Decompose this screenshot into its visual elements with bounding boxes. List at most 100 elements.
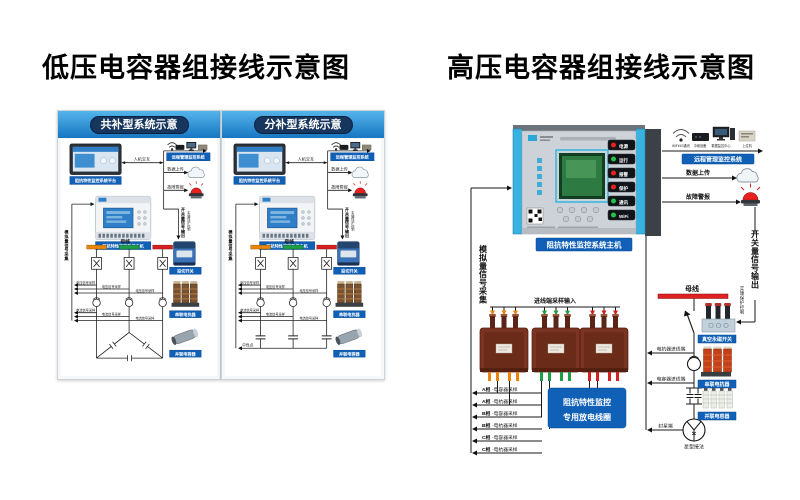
title-low-voltage: 低压电容器组接线示意图 [42, 53, 350, 83]
host-box-icon [197, 144, 208, 151]
monitor-image [233, 143, 286, 175]
busbar-label: 母线 [284, 238, 294, 245]
monitor-pc-icon [186, 141, 197, 151]
protect-control-label: 实施保护控制 [187, 210, 191, 232]
busbar-label: 母线 [120, 238, 130, 245]
shunt-capacitor-label: 并联电容器 [339, 350, 361, 356]
panel-split-diagram: 阻抗特性监控系统平台 [227, 141, 375, 358]
hv-busbar [657, 293, 729, 299]
panel-split-header-band: 分补型系统示意 [222, 111, 384, 138]
busbar-phase-b [283, 244, 304, 250]
alarm-lamp-icon [740, 183, 761, 206]
sample-label: -电抗器采样 [492, 422, 518, 429]
cloud-icon [187, 166, 205, 178]
hv-diagram: 电源 运行 报警 保护 通讯 WiFi 阻抗特性监控系统主机 [470, 125, 763, 456]
voltage-sample-label: 电压信号采样 [135, 288, 154, 293]
hv-host-label: 阻抗特性监控系统主机 [547, 240, 622, 250]
current-sample-label: 电流信号采样 [135, 315, 154, 320]
hv-remote-system-label: 远程管理监控系统 [694, 156, 742, 164]
protect-control-label: 实施保护控制 [351, 210, 355, 232]
star-connect-label: 星型接法 [684, 444, 704, 451]
hv-series-reactor-image [701, 346, 732, 377]
current-sample-label: 电流信号采样 [76, 308, 95, 313]
hv-host-image: 电源 运行 报警 保护 通讯 WiFi [512, 125, 661, 236]
monitor-label-bar [69, 176, 122, 185]
hv-data-upload-label: 数据上传 [686, 169, 710, 177]
hmi-label: 人机交互 [298, 156, 315, 162]
incoming-sample-arrows [490, 307, 618, 316]
hv-shunt-capacitor-label: 并联电容器 [704, 413, 730, 420]
monitor-image [69, 143, 122, 175]
current-transformer-symbols [92, 297, 167, 307]
feeder-wiring [685, 298, 695, 388]
hv-shunt-capacitor-image [702, 388, 733, 409]
hv-busbar-label: 母线 [685, 284, 699, 293]
series-reactor-label: 串联电抗器 [339, 311, 361, 317]
led-dot [611, 184, 616, 190]
remote-icon-caption: WiFi/4G通讯 [672, 143, 691, 148]
reactor-inlet-label: 电抗器进线端 [657, 346, 686, 353]
busbar-phase-a [250, 244, 271, 250]
phase-label: C相 [482, 434, 490, 441]
data-upload-label: 数据上传 [167, 166, 184, 172]
hv-series-reactor-label: 串联电抗器 [704, 381, 730, 388]
panel-split-compensation: 分补型系统示意 阻抗特性监控系统平台 [221, 110, 385, 380]
remote-system-label-bar [330, 152, 375, 161]
sample-label: -电容器采样 [492, 434, 518, 441]
led-dot [611, 198, 616, 204]
wifi-icon [167, 142, 177, 151]
switch-device-image [173, 241, 196, 266]
hv-shunt-capacitor-label-bar [697, 411, 737, 421]
alarm-lamp-icon [188, 181, 204, 199]
sample-label: -电容器采样 [492, 386, 518, 393]
controller-image [95, 195, 152, 241]
remote-system-label-bar [166, 152, 211, 161]
voltage-sample-label: 电压信号采样 [299, 288, 318, 293]
recorder-icon [175, 144, 185, 150]
analog-collect-label: 模拟量信号采集 [63, 229, 69, 261]
phase-label: C相 [482, 446, 490, 453]
led-dot [611, 156, 616, 162]
remote-icons [331, 141, 372, 151]
current-sample-label: 电流信号采样 [102, 311, 121, 316]
switch-output-label: 开关量信号输出 [345, 206, 350, 238]
led-dot [611, 142, 616, 148]
neutral-label: 中性点 [242, 342, 254, 347]
switch-device-label-bar [333, 267, 366, 275]
led-dot [611, 212, 616, 218]
series-reactor-label: 串联电抗器 [175, 311, 197, 317]
remote-icon-caption: 数据监控中心 [711, 143, 731, 148]
current-sample-label: 电流信号采样 [299, 315, 318, 320]
host-box-icon [738, 130, 756, 142]
discharge-coil-label-line2: 专用放电线圈 [563, 412, 611, 422]
sample-label: -电容器采样 [492, 410, 518, 417]
discharge-coil-image [531, 314, 581, 381]
series-reactor-image [335, 281, 364, 307]
vacuum-switch-image [701, 303, 736, 333]
led-panel: 电源 运行 报警 保护 通讯 WiFi [607, 139, 636, 221]
voltage-sample-label: 电压信号采样 [76, 280, 95, 285]
voltage-sample-label: 电压信号采样 [102, 284, 121, 289]
hmi-label: 人机交互 [134, 156, 151, 162]
shunt-capacitor-image [335, 328, 363, 345]
shunt-capacitor-label-bar [169, 349, 202, 358]
delta-capacitor-bank [96, 332, 163, 362]
shunt-capacitor-label: 并联电容器 [175, 350, 197, 356]
switch-device-label: 投切开关 [177, 267, 194, 273]
monitor-center-icon [712, 126, 735, 141]
led-label: 保护 [618, 185, 628, 192]
fault-alarm-label: 故障警报 [167, 183, 184, 189]
panel-common-compensation: 共补型系统示意 阻抗特性监控系统平台 [57, 110, 221, 380]
cloud-icon [351, 166, 369, 178]
recorder-icon [692, 133, 709, 141]
monitor-label-bar [233, 176, 286, 185]
switch-device-image [337, 241, 360, 266]
keypad [556, 206, 600, 223]
remote-icon-caption: 中继设备 [694, 143, 708, 148]
disconnect-blade-arrow [684, 310, 691, 317]
discharge-coil-label-line1: 阻抗特性监控 [563, 397, 611, 407]
phase-wiring [255, 249, 332, 336]
host-box-icon [361, 144, 372, 151]
capacitor-inlet-label: 电容器进线端 [657, 376, 686, 383]
fault-alarm-label: 故障警报 [331, 183, 348, 189]
